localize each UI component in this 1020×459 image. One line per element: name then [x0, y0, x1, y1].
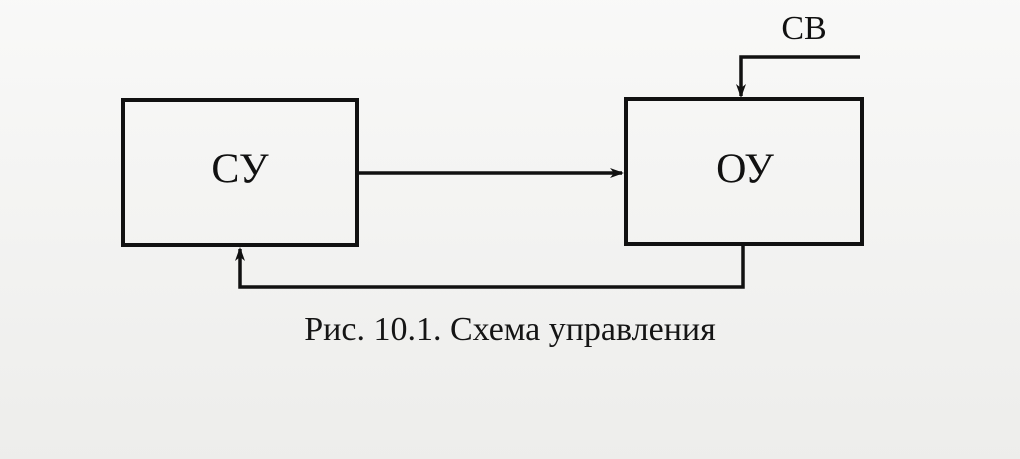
feedback-arrow [235, 244, 745, 289]
external-input-arrow [736, 55, 860, 98]
ou-label: ОУ [716, 147, 774, 193]
figure-caption: Рис. 10.1. Схема управления [304, 311, 716, 348]
external-input: СВ [736, 10, 860, 98]
su-label: СУ [211, 147, 268, 193]
su-node: СУ [121, 98, 359, 247]
external-input-label: СВ [781, 10, 826, 47]
ou-node: ОУ [624, 97, 864, 246]
